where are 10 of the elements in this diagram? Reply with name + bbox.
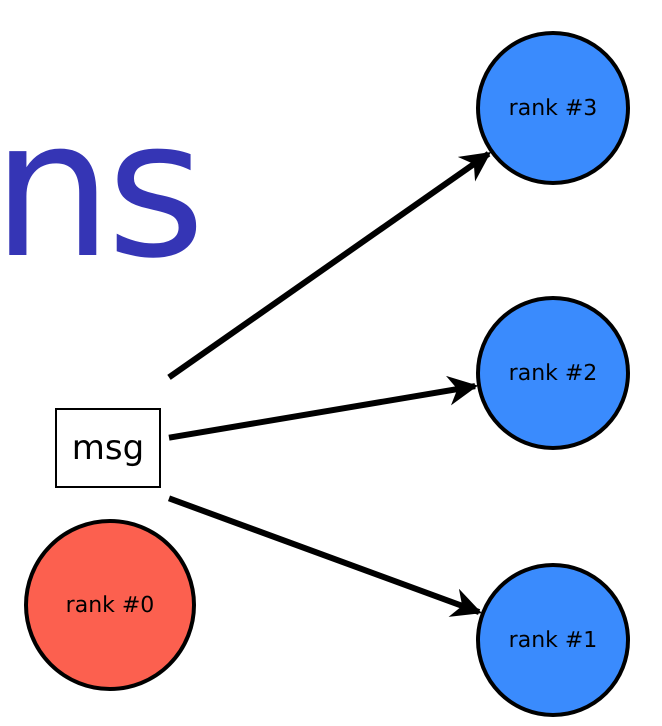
message-box	[55, 408, 161, 488]
node-label: rank #1	[508, 628, 598, 652]
node-label: msg	[72, 428, 144, 468]
arrow	[168, 496, 482, 617]
node-label: rank #3	[508, 96, 598, 120]
arrow	[168, 376, 478, 441]
node-label: rank #0	[66, 592, 154, 618]
title-fragment: ns	[0, 95, 200, 285]
node-label: rank #2	[508, 360, 598, 386]
arrow	[167, 151, 492, 380]
